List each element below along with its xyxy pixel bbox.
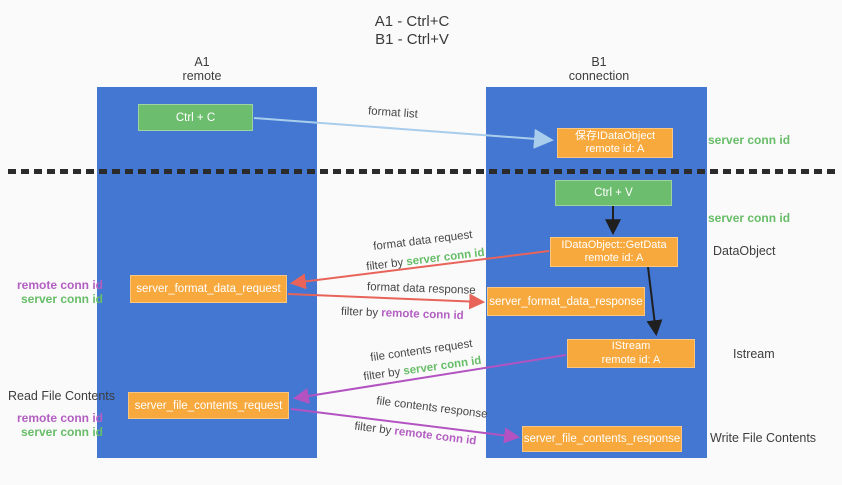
lane-a1-subtitle: remote [182, 69, 222, 83]
label-server-conn-id-mid: server conn id [708, 211, 791, 225]
node-istream-line2: remote id: A [601, 353, 661, 366]
node-save-idataobject-line1: 保存IDataObject [574, 129, 656, 142]
label-write-file-contents: Write File Contents [710, 431, 817, 445]
node-idataobject-getdata: IDataObject::GetData remote id: A [550, 237, 678, 267]
lane-b1-name: B1 [591, 55, 607, 69]
node-idataobject-getdata-line2: remote id: A [584, 252, 644, 264]
lane-a1-name: A1 [194, 55, 210, 69]
filter-by-text: filter by [340, 305, 382, 320]
label-conn-ids-format: remote conn id server conn id [10, 278, 103, 306]
label-dataobject: DataObject [713, 244, 776, 258]
label-istream: Istream [733, 347, 775, 361]
lane-b1-subtitle: connection [568, 69, 630, 83]
node-server-format-data-response-label: server_format_data_response [489, 295, 643, 308]
node-save-idataobject: 保存IDataObject remote id: A [557, 128, 673, 158]
remote-conn-id-label: remote conn id [16, 411, 103, 425]
label-server-conn-id-top: server conn id [708, 133, 791, 147]
node-save-idataobject-line2: remote id: A [585, 143, 645, 155]
label-file-contents-response: file contents response [375, 395, 489, 421]
remote-conn-id-label: remote conn id [16, 278, 103, 292]
server-conn-id-label: server conn id [20, 425, 103, 439]
filter-by-text: filter by [353, 420, 396, 438]
node-server-format-data-request-label: server_format_data_request [136, 283, 281, 295]
lane-b1-header: B1 connection [539, 55, 659, 83]
node-server-format-data-response: server_format_data_response [487, 287, 645, 316]
lane-a1-header: A1 remote [147, 55, 257, 83]
label-conn-ids-file: remote conn id server conn id [10, 411, 103, 439]
filter-by-text: filter by [365, 256, 408, 274]
label-read-file-contents: Read File Contents [8, 389, 116, 403]
node-server-file-contents-request: server_file_contents_request [128, 392, 289, 419]
node-ctrl-c-label: Ctrl + C [175, 111, 216, 124]
label-filter-by-remote-conn-id-format: filter by remote conn id [341, 306, 464, 322]
label-format-data-response: format data response [366, 281, 476, 297]
title-line-2: B1 - Ctrl+V [375, 30, 449, 48]
node-istream: IStream remote id: A [567, 339, 695, 368]
server-conn-id-text: server conn id [402, 354, 483, 378]
remote-conn-id-text: remote conn id [381, 307, 464, 323]
node-server-file-contents-response: server_file_contents_response [522, 426, 682, 452]
label-filter-by-remote-conn-id-file: filter by remote conn id [354, 421, 477, 448]
node-server-file-contents-response-label: server_file_contents_response [523, 433, 681, 445]
filter-by-text: filter by [362, 365, 405, 384]
diagram-title: A1 - Ctrl+C B1 - Ctrl+V [322, 13, 502, 48]
node-ctrl-v-label: Ctrl + V [594, 187, 633, 199]
title-line-1: A1 - Ctrl+C [374, 13, 450, 30]
label-format-list: format list [367, 105, 419, 121]
node-ctrl-c: Ctrl + C [138, 104, 253, 131]
node-idataobject-getdata-line1: IDataObject::GetData [561, 238, 667, 251]
server-conn-id-label: server conn id [20, 292, 103, 306]
node-ctrl-v: Ctrl + V [555, 180, 672, 206]
server-conn-id-text: server conn id [405, 246, 486, 269]
node-server-file-contents-request-label: server_file_contents_request [134, 399, 283, 412]
remote-conn-id-text: remote conn id [393, 425, 477, 448]
divider-dotted-line [8, 169, 835, 174]
node-server-format-data-request: server_format_data_request [130, 275, 287, 303]
node-istream-line1: IStream [611, 340, 651, 352]
